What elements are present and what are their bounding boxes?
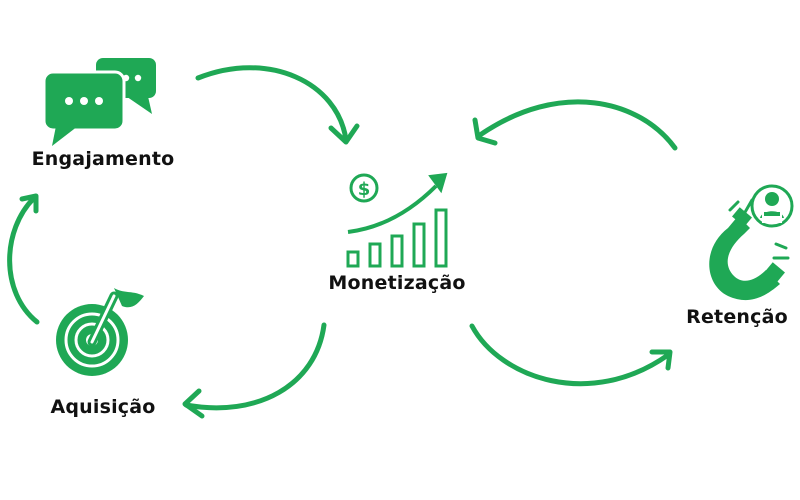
arrow-aquisicao-to-engajamento (7, 193, 40, 325)
node-label-engajamento: Engajamento (31, 148, 175, 170)
arrow-retencao-to-monetizacao (472, 99, 678, 151)
arrow-engajamento-to-monetizacao (195, 65, 360, 145)
node-label-monetizacao: Monetização (328, 272, 466, 294)
target-flag-icon (56, 288, 144, 376)
node-label-retencao: Retenção (686, 306, 788, 328)
arrow-monetizacao-to-aquisicao (182, 322, 327, 419)
node-label-aquisicao: Aquisição (50, 396, 156, 418)
growth-chart-dollar-icon: $ (346, 172, 448, 268)
chat-bubbles-icon (42, 58, 156, 146)
svg-text:$: $ (358, 179, 371, 200)
magnet-user-icon (709, 184, 794, 301)
arrow-monetizacao-to-retencao (469, 323, 673, 387)
